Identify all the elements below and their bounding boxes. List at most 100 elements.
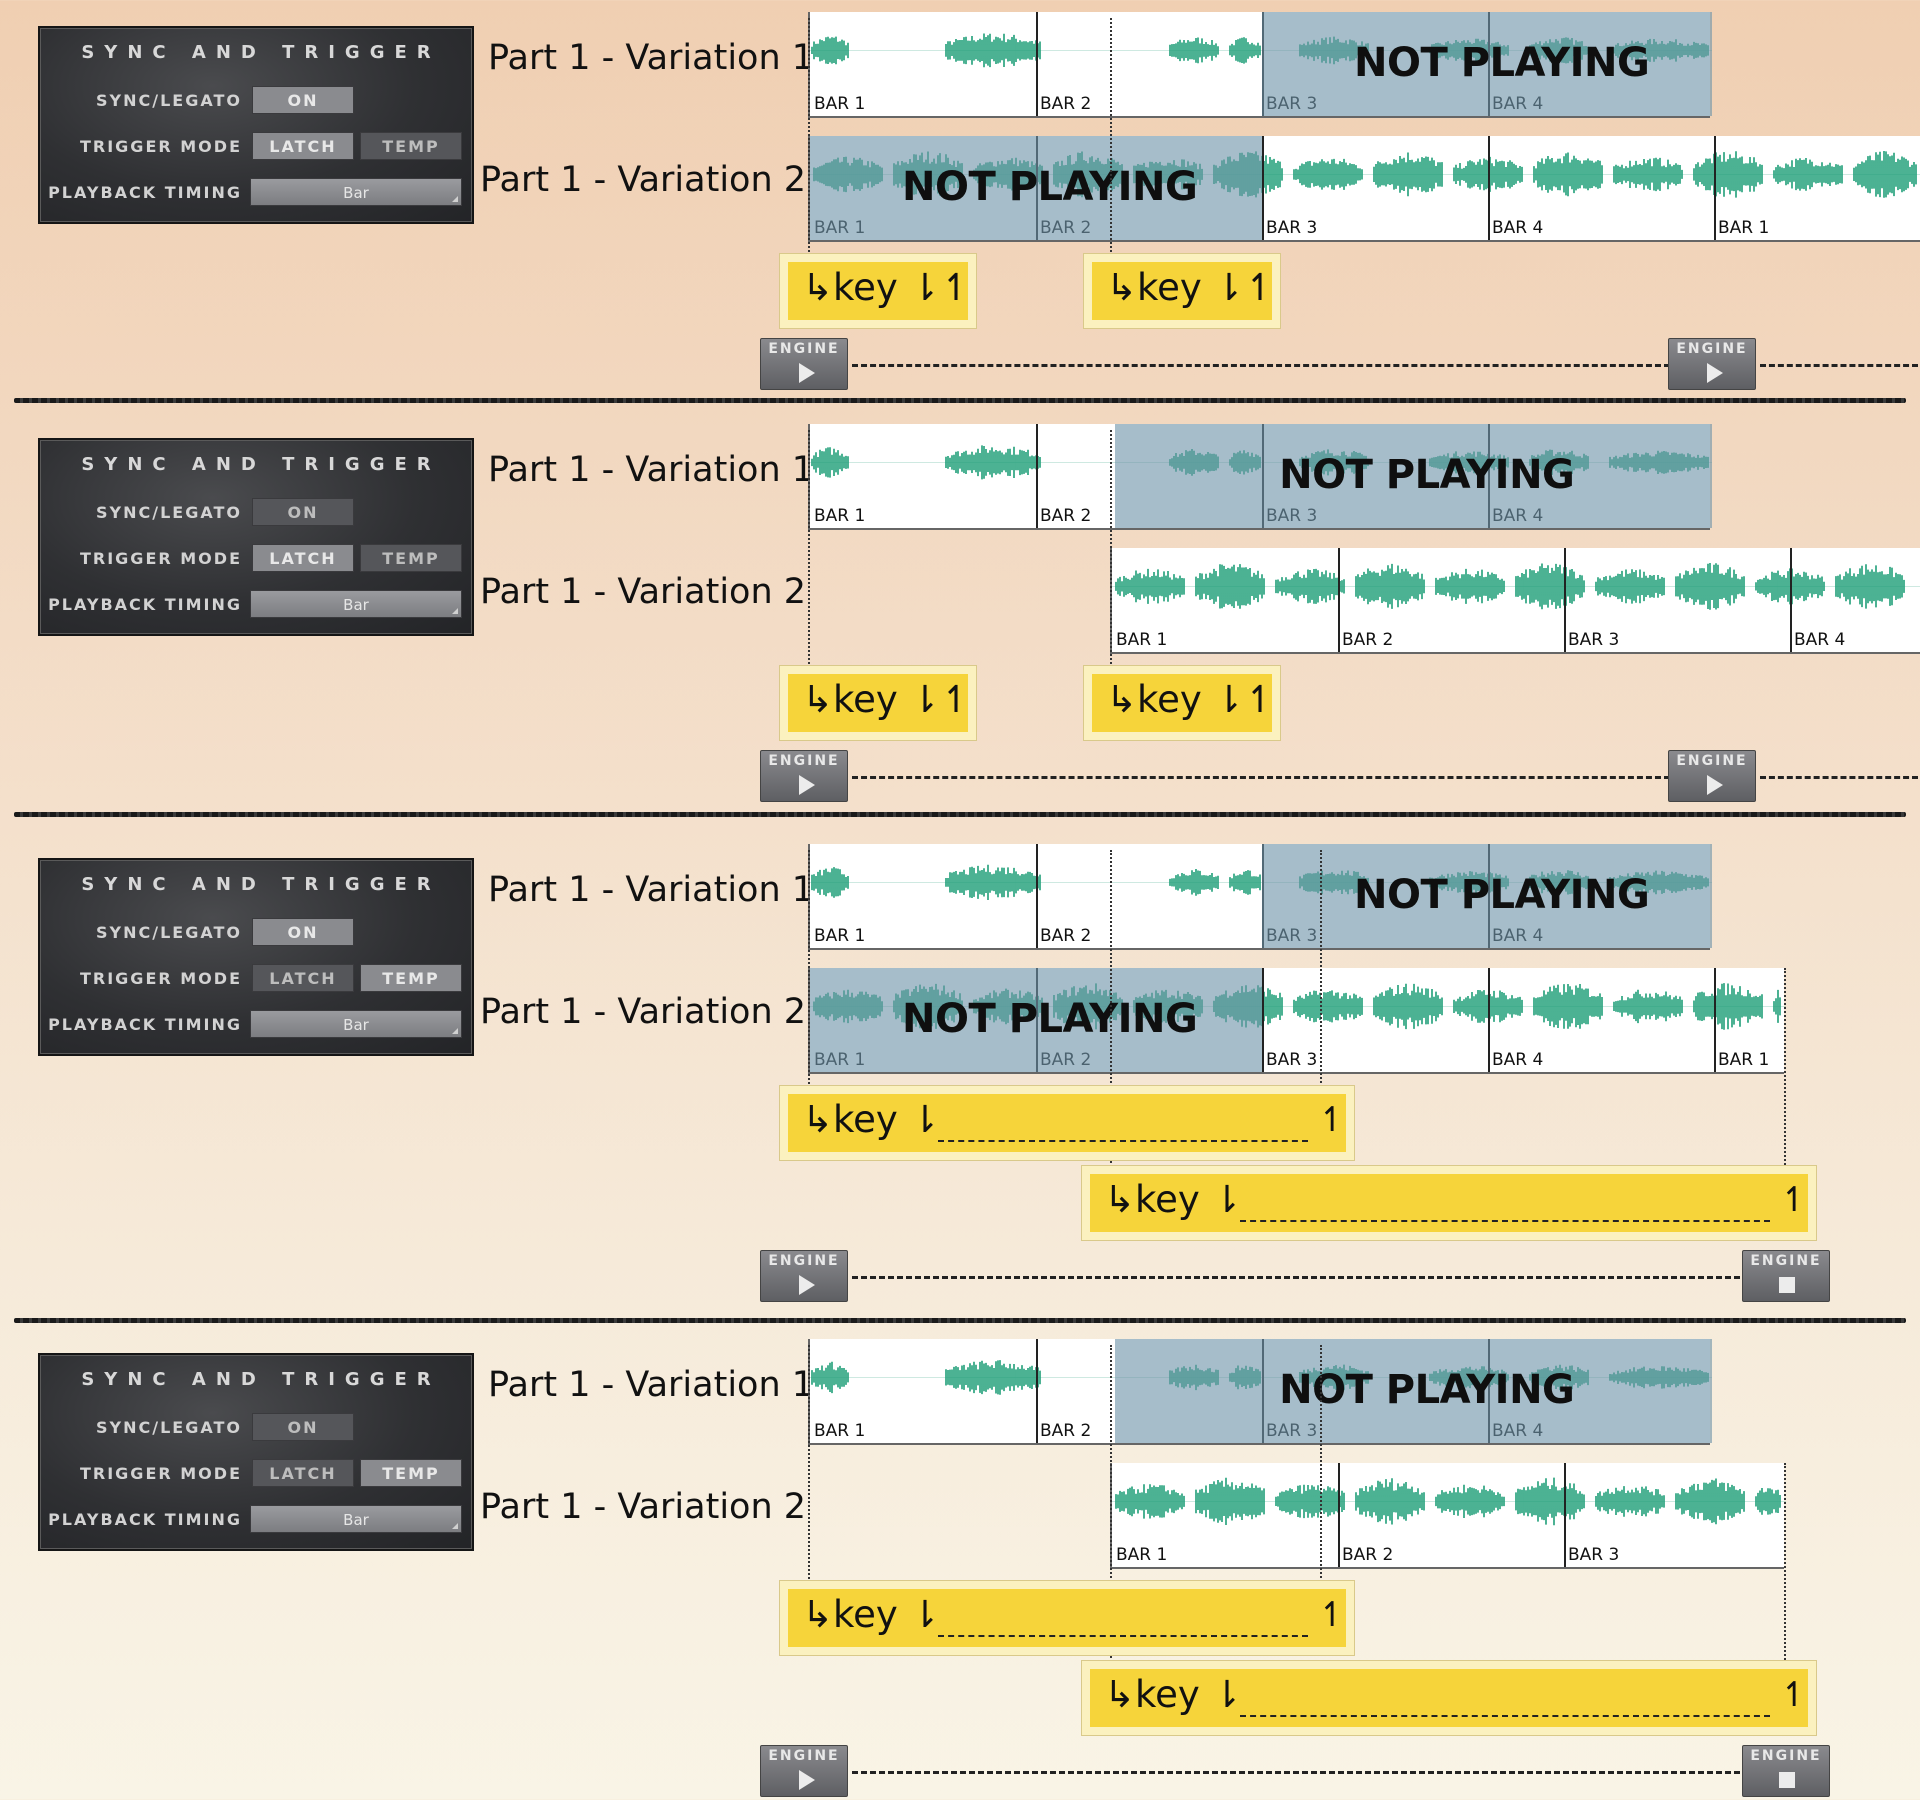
bar-divider <box>1488 136 1490 240</box>
key-hold-line <box>1240 1715 1770 1717</box>
key-hold-box: ↳key ⇂ ↿ <box>1082 1661 1816 1735</box>
bar-label: BAR 2 <box>1040 926 1092 946</box>
key-release-guide <box>1320 1345 1322 1585</box>
playback-timing-label: PLAYBACK TIMING <box>48 595 242 614</box>
engine-start: ENGINE <box>760 750 848 802</box>
bar-label: BAR 3 <box>1266 1050 1318 1070</box>
waveform <box>1112 1477 1786 1526</box>
bar-divider <box>1036 424 1038 528</box>
waveform <box>1112 563 1920 610</box>
latch-button[interactable]: LATCH <box>252 964 354 992</box>
playback-timing-select[interactable]: Bar <box>250 1505 462 1533</box>
temp-button[interactable]: TEMP <box>360 544 462 572</box>
temp-button[interactable]: TEMP <box>360 1459 462 1487</box>
play-icon <box>799 1770 815 1790</box>
key-press-guide <box>1110 1345 1112 1665</box>
variation-1-label: Part 1 - Variation 1 <box>488 450 815 490</box>
playback-timing-select[interactable]: Bar <box>250 590 462 618</box>
sync-legato-label: SYNC/LEGATO <box>96 503 242 522</box>
not-playing-overlay <box>810 968 1262 1072</box>
not-playing-label: NOT PLAYING <box>1354 872 1650 918</box>
bar-divider <box>1564 1463 1566 1567</box>
key-label: ↳key ⇂ <box>1104 1673 1243 1716</box>
not-playing-overlay <box>810 136 1262 240</box>
key-press-guide <box>808 430 810 672</box>
playback-timing-select[interactable]: Bar <box>250 1010 462 1038</box>
play-icon <box>799 775 815 795</box>
sync-legato-toggle[interactable]: ON <box>252 498 354 526</box>
key-press-box: ↳key ⇂↿ <box>1084 254 1280 328</box>
bar-label: BAR 2 <box>1342 630 1394 650</box>
engine-start: ENGINE <box>760 1745 848 1797</box>
temp-button[interactable]: TEMP <box>360 964 462 992</box>
bar-divider <box>1338 548 1340 652</box>
variation-1-label: Part 1 - Variation 1 <box>488 1365 815 1405</box>
trigger-mode-label: TRIGGER MODE <box>79 1464 242 1483</box>
key-release-arrow: ↿ <box>1780 1180 1809 1220</box>
sync-legato-toggle[interactable]: ON <box>252 1413 354 1441</box>
engine-timeline <box>852 1771 1740 1774</box>
playback-timing-select[interactable]: Bar <box>250 178 462 206</box>
engine-label: ENGINE <box>1750 1748 1822 1764</box>
key-label: ↳key ⇂↿ <box>1106 266 1276 309</box>
engine-label: ENGINE <box>1676 341 1748 357</box>
play-icon <box>799 363 815 383</box>
bar-divider <box>1714 136 1716 240</box>
not-playing-label: NOT PLAYING <box>1279 452 1575 498</box>
key-press-guide <box>1110 430 1112 672</box>
key-press-guide <box>808 18 810 260</box>
variation-1-label: Part 1 - Variation 1 <box>488 38 815 78</box>
section-divider <box>14 1318 1906 1323</box>
key-press-guide <box>1110 18 1112 260</box>
key-press-box: ↳key ⇂↿ <box>1084 666 1280 740</box>
bar-label: BAR 1 <box>814 926 866 946</box>
engine-label: ENGINE <box>768 1253 840 1269</box>
bar-label: BAR 3 <box>1266 218 1318 238</box>
key-label: ↳key ⇂↿ <box>802 678 972 721</box>
key-release-arrow: ↿ <box>1780 1675 1809 1715</box>
latch-button[interactable]: LATCH <box>252 132 354 160</box>
engine-label: ENGINE <box>768 1748 840 1764</box>
bar-label: BAR 1 <box>1718 218 1770 238</box>
latch-button[interactable]: LATCH <box>252 1459 354 1487</box>
key-label: ↳key ⇂ <box>802 1593 941 1636</box>
latch-button[interactable]: LATCH <box>252 544 354 572</box>
engine-restart: ENGINE <box>1668 338 1756 390</box>
bar-divider <box>1714 968 1716 1072</box>
key-hold-line <box>938 1635 1308 1637</box>
engine-timeline <box>852 364 1670 367</box>
play-icon <box>1707 363 1723 383</box>
sync-legato-toggle[interactable]: ON <box>252 918 354 946</box>
key-press-box: ↳key ⇂↿ <box>780 666 976 740</box>
key-press-guide <box>808 1345 810 1587</box>
bar-label: BAR 1 <box>814 94 866 114</box>
trigger-mode-label: TRIGGER MODE <box>79 969 242 988</box>
trigger-mode-label: TRIGGER MODE <box>79 549 242 568</box>
bar-divider <box>1262 136 1264 240</box>
not-playing-label: NOT PLAYING <box>1354 40 1650 86</box>
key-hold-line <box>1240 1220 1770 1222</box>
temp-button[interactable]: TEMP <box>360 132 462 160</box>
bar-label: BAR 1 <box>814 506 866 526</box>
sync-legato-label: SYNC/LEGATO <box>96 923 242 942</box>
sync-legato-toggle[interactable]: ON <box>252 86 354 114</box>
key-hold-box: ↳key ⇂↿ <box>780 1086 1354 1160</box>
engine-label: ENGINE <box>1750 1253 1822 1269</box>
engine-start: ENGINE <box>760 1250 848 1302</box>
engine-label: ENGINE <box>768 341 840 357</box>
engine-timeline <box>852 776 1670 779</box>
